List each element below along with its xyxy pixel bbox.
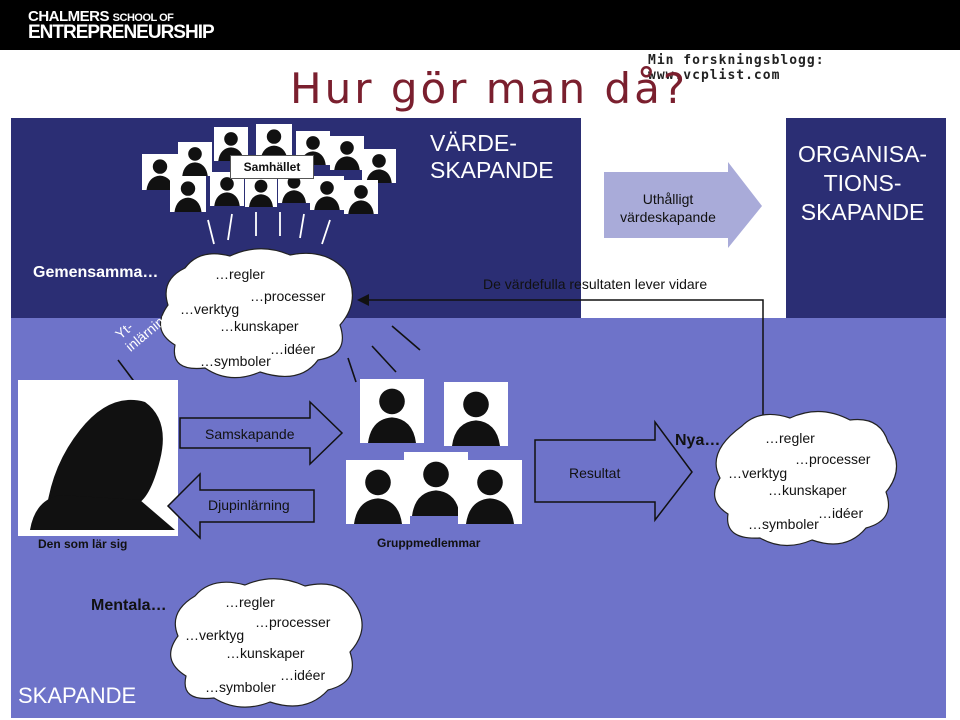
- cloud-mental-ideer: …idéer: [280, 667, 326, 683]
- djupinlarning-arrow: [166, 472, 315, 540]
- mental-label: Mentala…: [91, 597, 167, 614]
- learner-label: Den som lär sig: [38, 537, 128, 551]
- cloud-shared-verktyg: …verktyg: [180, 301, 240, 317]
- shared-cloud: [159, 248, 353, 379]
- cloud-shared-ideer: …idéer: [270, 341, 316, 357]
- cloud-new-verktyg: …verktyg: [728, 465, 788, 481]
- group-arrows: [117, 325, 421, 393]
- society-arrows: [207, 212, 331, 245]
- society-label: Samhället: [230, 155, 314, 179]
- cloud-new-symboler: …symboler: [748, 516, 819, 532]
- bottom-band: [11, 568, 946, 718]
- new-cloud: [713, 410, 898, 547]
- cloud-shared-regler: …regler: [215, 266, 265, 282]
- organisation-label: ORGANISA-TIONS-SKAPANDE: [798, 141, 928, 225]
- page-title: Hur gör man då?: [290, 64, 689, 113]
- group-members-label: Gruppmedlemmar: [377, 536, 481, 550]
- shared-label: Gemensamma…: [33, 264, 159, 281]
- blog-link[interactable]: Min forskningsblogg: www.vcplist.com: [648, 53, 825, 83]
- cloud-new-processer: …processer: [795, 451, 871, 467]
- header-bar: [0, 0, 960, 50]
- djupinlarning-label: Djupinlärning: [208, 497, 290, 513]
- resultat-label: Resultat: [569, 465, 621, 481]
- group-members: [346, 379, 522, 524]
- results-live-on-label: De värdefulla resultaten lever vidare: [483, 276, 708, 292]
- cloud-shared-symboler: …symboler: [200, 353, 271, 369]
- cloud-mental-kunskaper: …kunskaper: [226, 645, 305, 661]
- value-creation-label: VÄRDE-SKAPANDE: [430, 130, 554, 183]
- cloud-mental-regler: …regler: [225, 594, 275, 610]
- cloud-shared-processer: …processer: [250, 288, 326, 304]
- results-live-on-arrow: [357, 294, 764, 420]
- samskapande-label: Samskapande: [205, 426, 295, 442]
- logo-entrepreneurship: ENTREPRENEURSHIP: [28, 22, 215, 43]
- samskapande-arrow: [179, 400, 344, 466]
- organisation-box: [786, 118, 946, 318]
- cloud-new-kunskaper: …kunskaper: [768, 482, 847, 498]
- cloud-shared-kunskaper: …kunskaper: [220, 318, 299, 334]
- learner-image: [18, 380, 178, 536]
- sustainable-arrow: [604, 162, 762, 248]
- cloud-new-regler: …regler: [765, 430, 815, 446]
- creating-label: SKAPANDE: [18, 683, 137, 708]
- logo-chalmers: CHALMERS SCHOOL OF: [28, 8, 174, 25]
- cloud-mental-processer: …processer: [255, 614, 331, 630]
- new-label: Nya…: [675, 432, 721, 449]
- cloud-mental-verktyg: …verktyg: [185, 627, 245, 643]
- resultat-arrow: [534, 419, 693, 523]
- cloud-new-ideer: …idéer: [818, 505, 864, 521]
- cloud-mental-symboler: …symboler: [205, 679, 276, 695]
- mental-cloud: [170, 578, 363, 708]
